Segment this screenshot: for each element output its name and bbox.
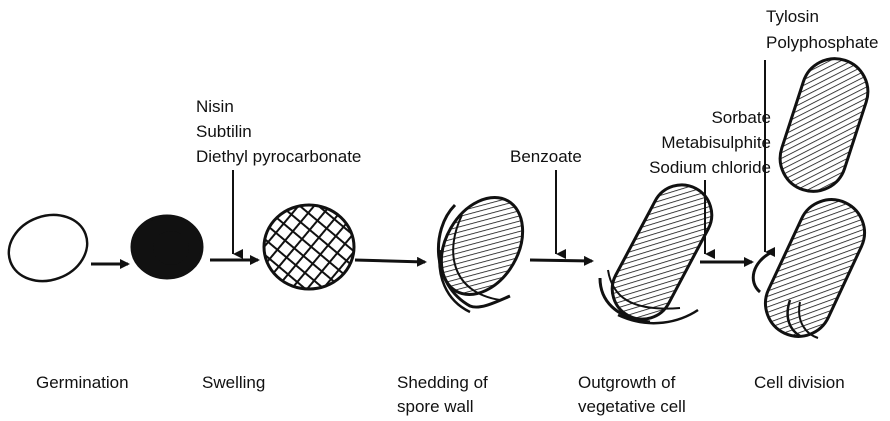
- inhibitor-label: Metabisulphite: [661, 133, 771, 152]
- inhibitor-label: Benzoate: [510, 147, 582, 166]
- inhibitor-label: Nisin: [196, 97, 234, 116]
- dividing-cells: [753, 50, 876, 347]
- stage-label-germination: Germination: [36, 373, 129, 392]
- stage-label-division: Cell division: [754, 373, 845, 392]
- stage-label-line: Shedding of: [397, 373, 488, 392]
- stage-label-shedding: Shedding of spore wall: [397, 373, 488, 416]
- inhibitor-label: Sodium chloride: [649, 158, 771, 177]
- dormant-spore: [0, 204, 97, 292]
- stage-label-outgrowth: Outgrowth of vegetative cell: [578, 373, 686, 416]
- inhibitors-outgrowth: Benzoate: [510, 147, 582, 166]
- swollen-spore: [264, 205, 354, 289]
- inhibitors-vegetative: Sorbate Metabisulphite Sodium chloride: [649, 108, 771, 177]
- outgrowth-cell: [600, 174, 722, 329]
- germinating-spore: [132, 216, 202, 278]
- inhibitor-label: Sorbate: [711, 108, 771, 127]
- stage-label-line: Outgrowth of: [578, 373, 676, 392]
- shedding-cell: [425, 183, 539, 312]
- stage-label-swelling: Swelling: [202, 373, 265, 392]
- inhibitor-label: Diethyl pyrocarbonate: [196, 147, 361, 166]
- stage-label-line: spore wall: [397, 397, 474, 416]
- inhibitors-swelling: Nisin Subtilin Diethyl pyrocarbonate: [196, 97, 361, 166]
- inhibitor-label: Tylosin: [766, 7, 819, 26]
- arrow-shedding: [355, 260, 425, 262]
- stage-label-line: vegetative cell: [578, 397, 686, 416]
- inhibitor-label: Subtilin: [196, 122, 252, 141]
- inhibitor-label: Polyphosphate: [766, 33, 878, 52]
- arrow-outgrowth: [530, 260, 592, 261]
- inhibitors-division: Tylosin Polyphosphate: [766, 7, 878, 52]
